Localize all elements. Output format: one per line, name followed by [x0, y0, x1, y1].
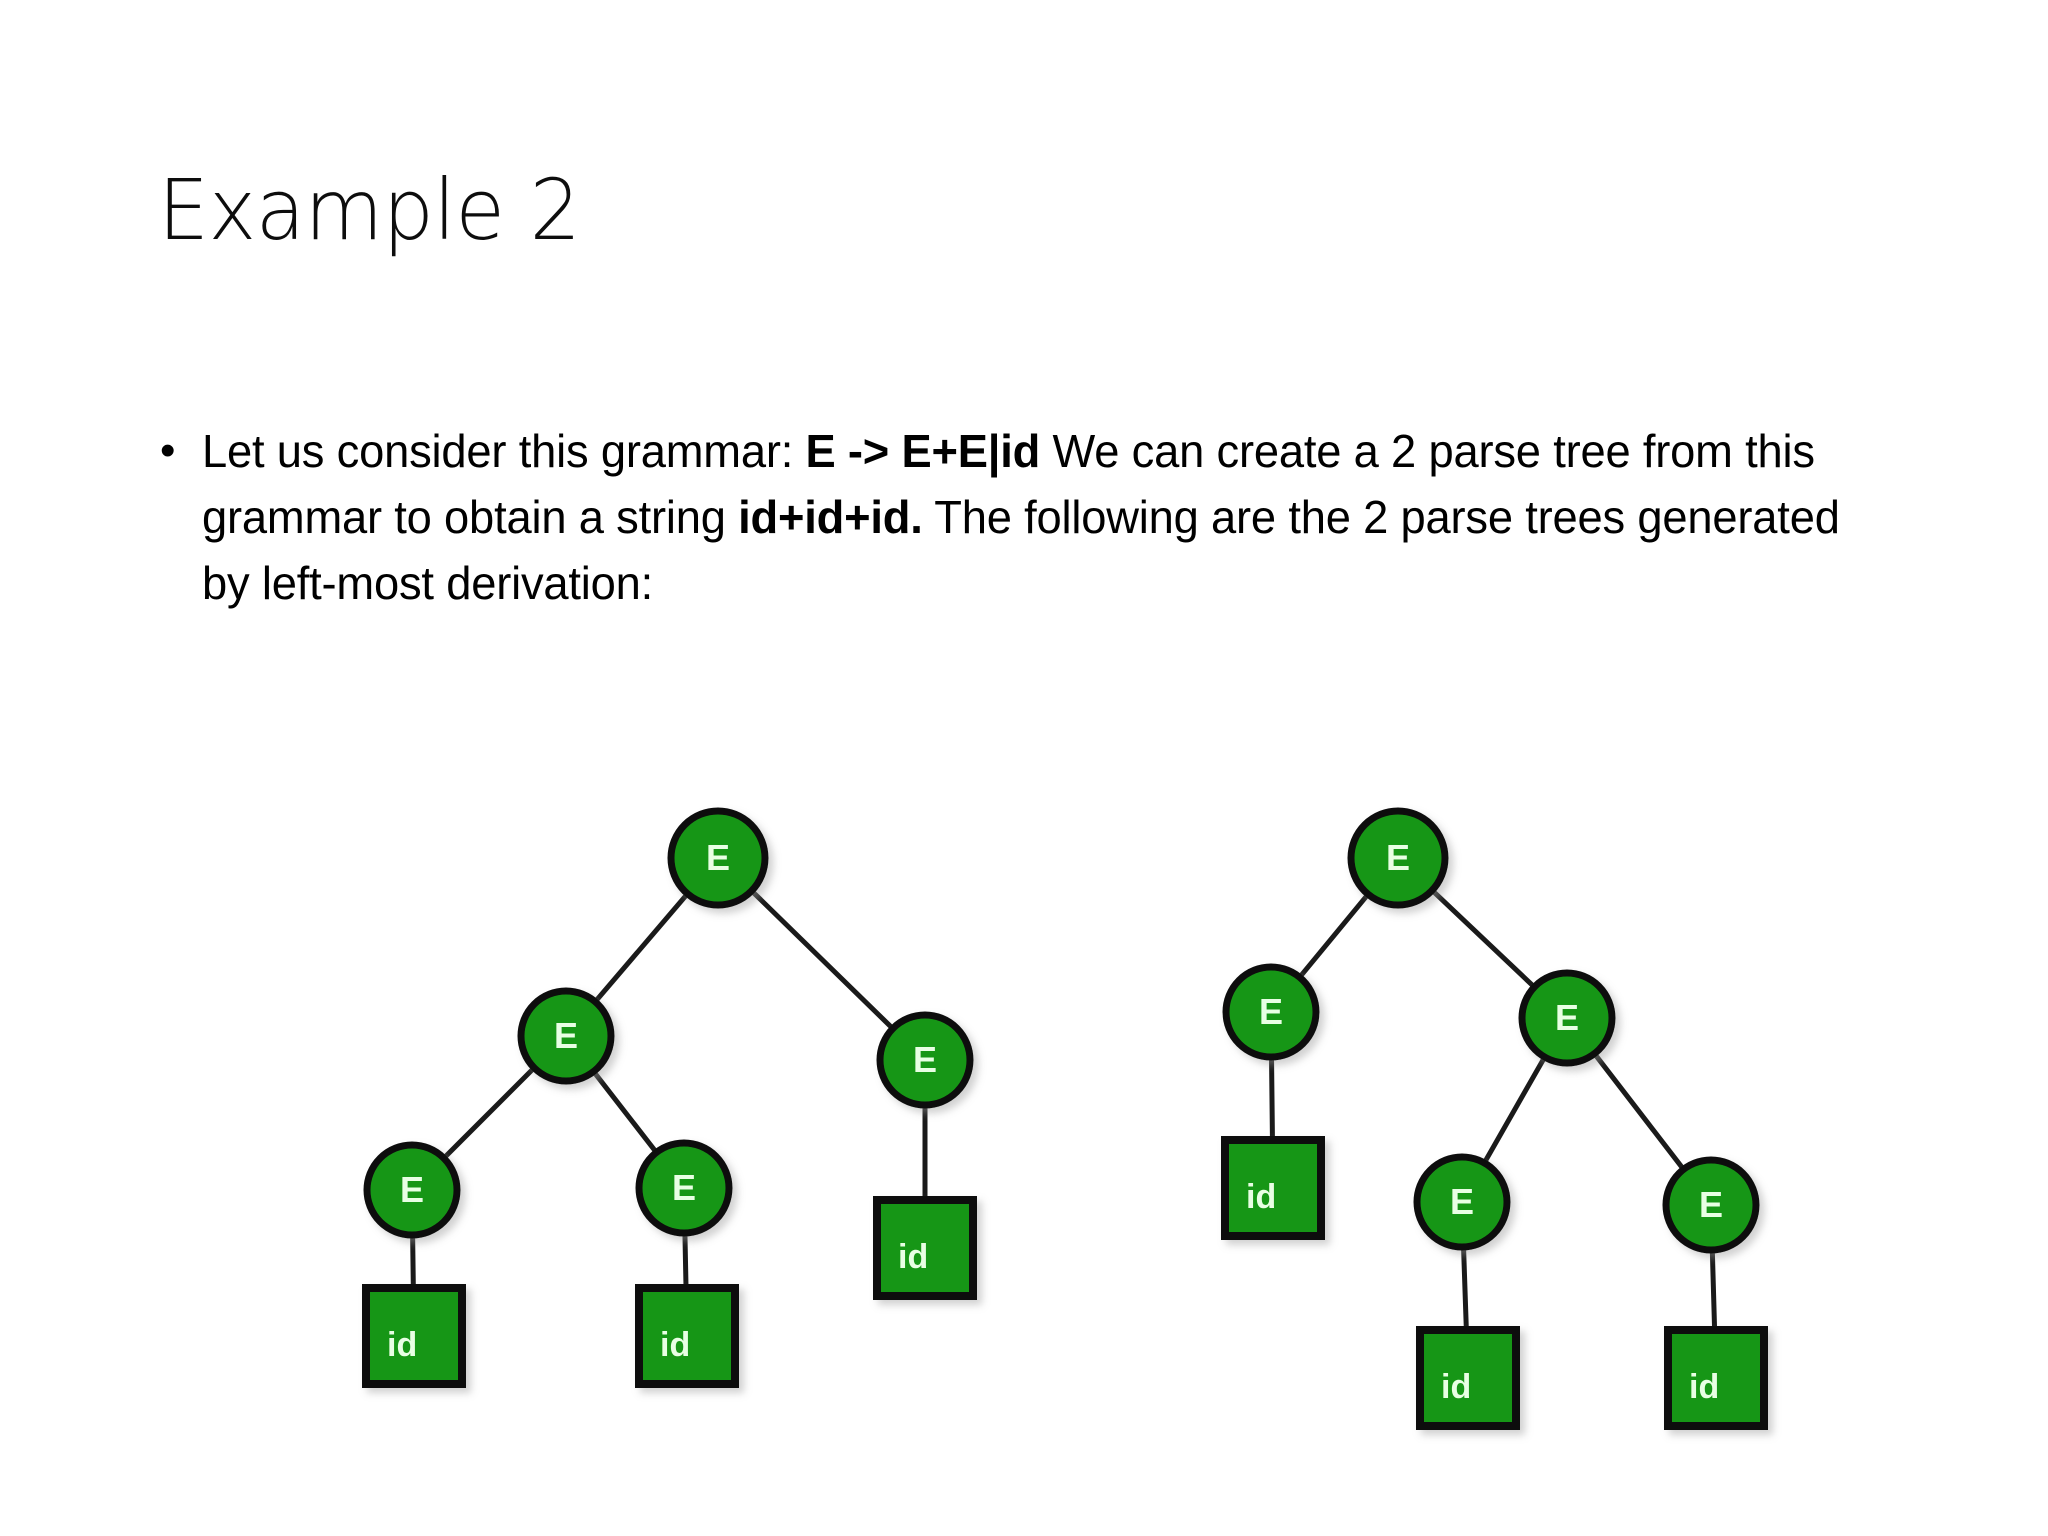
- grammar-intro-text: Let us consider this grammar:: [202, 425, 806, 477]
- tree-edge: [1295, 890, 1372, 982]
- node-label: E: [672, 1167, 696, 1208]
- node-label: id: [1246, 1178, 1276, 1216]
- node-label: id: [898, 1238, 928, 1276]
- tree-node-terminal[interactable]: id: [635, 1284, 739, 1388]
- tree-edge: [439, 1063, 539, 1163]
- node-label: id: [387, 1326, 417, 1364]
- node-square-shape: [1221, 1136, 1325, 1240]
- parse-description-text: We can create a 2 parse tree from this g…: [202, 425, 1815, 543]
- node-square-shape: [873, 1196, 977, 1300]
- list-item: • Let us consider this grammar: E -> E+E…: [160, 418, 1900, 616]
- node-label: E: [554, 1015, 578, 1056]
- tree-edge: [1428, 886, 1539, 991]
- node-circle-shape: [1413, 1153, 1511, 1251]
- node-circle-shape: [1347, 807, 1449, 909]
- node-label: E: [1555, 997, 1579, 1038]
- tree-node-nonterminal[interactable]: E: [1413, 1153, 1511, 1251]
- bullet-marker-icon: •: [160, 426, 176, 475]
- tree-node-terminal[interactable]: id: [873, 1196, 977, 1300]
- tree-node-nonterminal[interactable]: E: [363, 1141, 461, 1239]
- node-label: E: [913, 1039, 937, 1080]
- node-label: E: [706, 837, 730, 878]
- tree-node-nonterminal[interactable]: E: [876, 1011, 974, 1109]
- node-circle-shape: [363, 1141, 461, 1239]
- node-square-shape: [1416, 1326, 1520, 1430]
- node-square-shape: [635, 1284, 739, 1388]
- tree-node-nonterminal[interactable]: E: [1662, 1156, 1760, 1254]
- parse-tree-right-nodes: E E E E Eid id id: [1221, 807, 1768, 1430]
- tree-edges-layer: [410, 886, 1718, 1333]
- tree-node-nonterminal[interactable]: E: [1347, 807, 1449, 909]
- node-circle-shape: [635, 1139, 733, 1237]
- target-string-bold: id+id+id.: [738, 491, 923, 543]
- tree-edge: [1590, 1049, 1688, 1174]
- tree-edge: [1268, 1052, 1275, 1143]
- tree-edge: [747, 886, 897, 1033]
- tree-edge: [410, 1230, 416, 1291]
- bullet-list: • Let us consider this grammar: E -> E+E…: [160, 418, 1900, 616]
- tree-node-terminal[interactable]: id: [362, 1284, 466, 1388]
- node-label: E: [1259, 991, 1283, 1032]
- node-square-shape: [1664, 1326, 1768, 1430]
- node-label: id: [1441, 1368, 1471, 1406]
- tree-node-nonterminal[interactable]: E: [1518, 969, 1616, 1067]
- node-label: E: [1699, 1184, 1723, 1225]
- node-circle-shape: [1518, 969, 1616, 1067]
- node-label: id: [660, 1326, 690, 1364]
- node-label: E: [1386, 837, 1410, 878]
- node-label: E: [400, 1169, 424, 1210]
- derivation-note-text: The following are the 2 parse trees gene…: [202, 491, 1840, 609]
- parse-tree-left-nodes: E E E E Eid id id: [362, 807, 977, 1388]
- node-label: id: [1689, 1368, 1719, 1406]
- page-title: Example 2: [158, 161, 581, 259]
- tree-node-terminal[interactable]: id: [1664, 1326, 1768, 1430]
- tree-node-terminal[interactable]: id: [1416, 1326, 1520, 1430]
- tree-node-nonterminal[interactable]: E: [635, 1139, 733, 1237]
- node-circle-shape: [667, 807, 769, 909]
- tree-edge: [682, 1228, 689, 1291]
- node-label: E: [1450, 1181, 1474, 1222]
- tree-node-nonterminal[interactable]: E: [667, 807, 769, 909]
- grammar-production-bold: E -> E+E|id: [805, 425, 1041, 477]
- node-circle-shape: [1662, 1156, 1760, 1254]
- node-circle-shape: [1222, 963, 1320, 1061]
- tree-nodes-layer: E E E E Eid id id E E E E Eid id id: [362, 807, 1768, 1430]
- tree-edge: [589, 1067, 661, 1157]
- node-circle-shape: [517, 987, 615, 1085]
- tree-node-terminal[interactable]: id: [1221, 1136, 1325, 1240]
- parse-tree-left-edges: [410, 886, 928, 1291]
- node-square-shape: [362, 1284, 466, 1388]
- tree-node-nonterminal[interactable]: E: [517, 987, 615, 1085]
- tree-node-nonterminal[interactable]: E: [1222, 963, 1320, 1061]
- tree-edge: [1709, 1245, 1718, 1333]
- tree-edge: [1460, 1242, 1469, 1333]
- node-circle-shape: [876, 1011, 974, 1109]
- bullet-paragraph: Let us consider this grammar: E -> E+E|i…: [202, 418, 1875, 616]
- tree-edge: [591, 889, 692, 1006]
- parse-tree-right-edges: [1268, 886, 1718, 1333]
- tree-edge: [1480, 1052, 1549, 1168]
